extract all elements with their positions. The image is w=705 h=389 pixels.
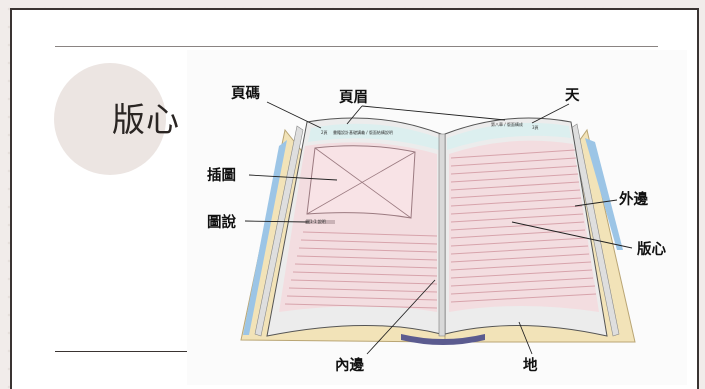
right-cover-edge bbox=[585, 138, 623, 250]
left-header-band bbox=[308, 123, 439, 150]
svg-text:3頁: 3頁 bbox=[532, 125, 539, 130]
label-caption: 圖說 bbox=[207, 213, 236, 231]
left-cover-edge bbox=[243, 140, 287, 335]
leader-foot bbox=[518, 321, 533, 355]
label-head-margin: 天 bbox=[565, 87, 580, 104]
right-text-lines bbox=[450, 149, 597, 303]
svg-text:書籍設計基礎講義 / 版面結構說明: 書籍設計基礎講義 / 版面結構說明 bbox=[333, 129, 393, 135]
leader-inner bbox=[366, 279, 436, 355]
label-inner-margin: 內邊 bbox=[335, 356, 364, 374]
svg-text:2頁: 2頁 bbox=[321, 130, 328, 135]
leader-header-right bbox=[361, 105, 506, 121]
svg-text:第八章 / 版面構成: 第八章 / 版面構成 bbox=[491, 121, 523, 127]
svg-text:圖1-1 說明: 圖1-1 說明 bbox=[306, 218, 326, 224]
gutter bbox=[438, 133, 446, 337]
title-circle bbox=[54, 63, 166, 175]
open-book-diagram: 圖1-1 說明 bbox=[207, 85, 666, 374]
right-header-band bbox=[447, 122, 571, 150]
leader-outer bbox=[574, 199, 618, 207]
left-text-lines bbox=[284, 231, 438, 309]
label-outer-margin: 外邊 bbox=[619, 190, 648, 208]
leader-type-area bbox=[511, 221, 633, 249]
leader-caption bbox=[244, 220, 308, 223]
leader-header-left bbox=[346, 105, 363, 125]
spine-bottom bbox=[401, 334, 485, 345]
label-illustration: 插圖 bbox=[207, 166, 236, 184]
label-type-area: 版心 bbox=[637, 240, 666, 258]
leader-page-number bbox=[266, 101, 322, 129]
label-page-number: 頁碼 bbox=[231, 85, 260, 102]
caption-bar bbox=[305, 220, 335, 224]
leader-head bbox=[531, 103, 570, 124]
leader-illustration bbox=[248, 174, 338, 181]
label-foot-margin: 地 bbox=[523, 356, 538, 374]
slide-title: 版心 bbox=[112, 100, 180, 139]
top-divider bbox=[55, 46, 658, 47]
label-running-header: 頁眉 bbox=[339, 89, 368, 106]
bottom-divider bbox=[55, 351, 187, 352]
